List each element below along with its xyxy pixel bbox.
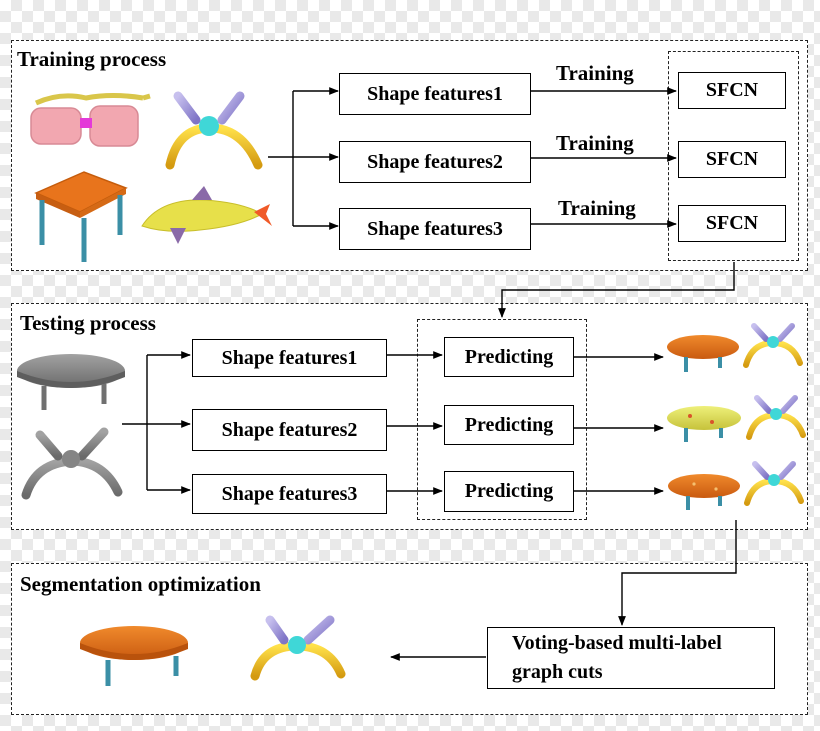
training-feature-box-2: Shape features2 <box>339 141 531 183</box>
result-table-1-icon <box>667 335 739 372</box>
predicting-box-2: Predicting <box>444 405 574 445</box>
table-icon <box>34 171 128 262</box>
result-table-2-icon <box>667 406 741 442</box>
training-feature-box-3: Shape features3 <box>339 208 531 250</box>
gray-chair-x-icon <box>21 427 123 500</box>
dolphin-icon <box>141 186 272 244</box>
sfcn-box-1: SFCN <box>678 72 786 109</box>
testing-feature-box-2: Shape features2 <box>192 409 387 451</box>
predicting-box-3: Predicting <box>444 471 574 512</box>
result-chair-1-icon <box>743 323 803 368</box>
testing-feature-box-1: Shape features1 <box>192 339 387 377</box>
gray-table-icon <box>17 354 125 410</box>
final-table-icon <box>80 626 188 686</box>
result-chair-3-icon <box>744 461 804 506</box>
sfcn-box-2: SFCN <box>678 141 786 178</box>
graph-cuts-line-1: Voting-based multi-label <box>512 632 722 654</box>
predicting-group <box>417 319 587 520</box>
training-label-2: Training <box>556 131 634 155</box>
sfcn-box-3: SFCN <box>678 205 786 242</box>
graph-cuts-line-2: graph cuts <box>512 661 603 683</box>
testing-feature-box-3: Shape features3 <box>192 474 387 514</box>
training-label-3: Training <box>558 196 636 220</box>
training-feature-box-1: Shape features1 <box>339 73 531 115</box>
graph-cuts-box: Voting-based multi-label graph cuts <box>487 627 775 689</box>
result-table-3-icon <box>668 474 740 510</box>
testing-section-title: Testing process <box>20 311 156 335</box>
training-label-1: Training <box>556 61 634 85</box>
final-chair-icon <box>250 615 346 681</box>
result-chair-2-icon <box>746 395 806 440</box>
training-section-title: Training process <box>17 47 167 71</box>
chair-x-icon <box>165 91 263 170</box>
optimization-section-title: Segmentation optimization <box>20 572 261 596</box>
testing-connectors <box>122 351 737 626</box>
predicting-box-1: Predicting <box>444 337 574 377</box>
training-connectors <box>268 87 735 318</box>
glasses-icon <box>30 93 151 147</box>
